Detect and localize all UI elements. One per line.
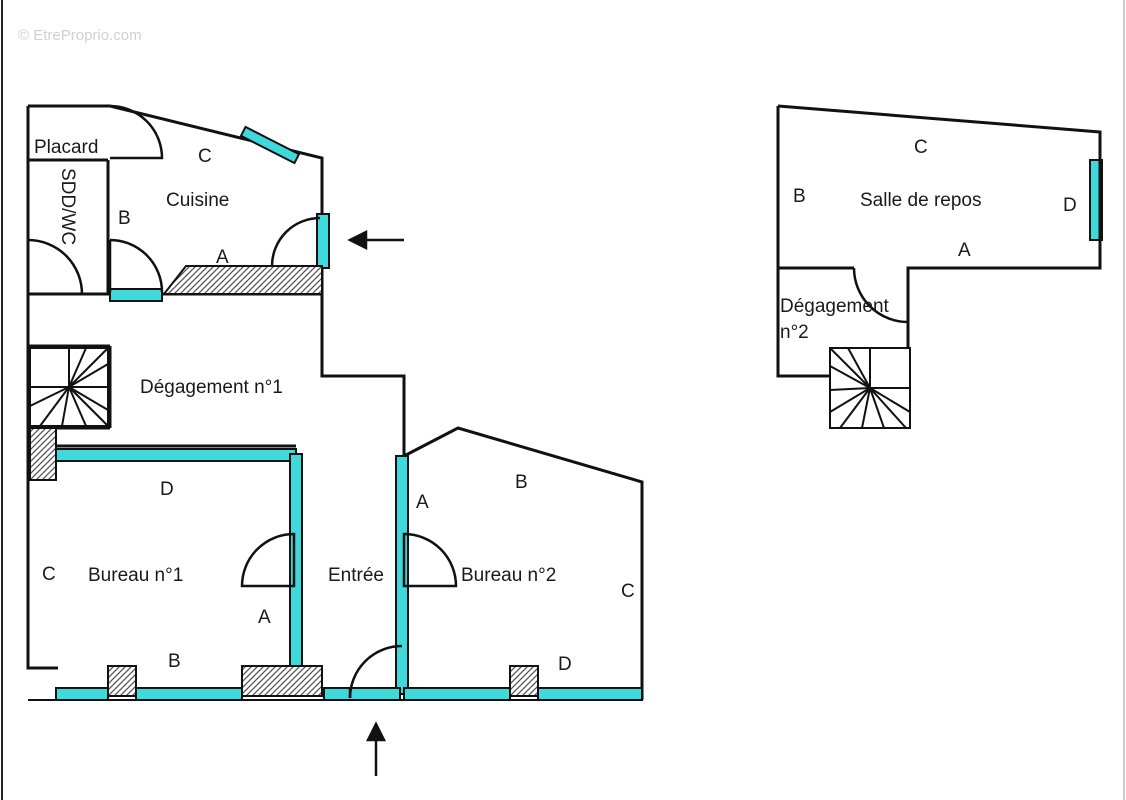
window-bottom-3 — [323, 687, 401, 701]
room-placard: Placard — [34, 137, 98, 158]
window-bottom-5 — [537, 687, 643, 701]
hatch-bottom-2 — [241, 665, 323, 697]
hatch-left — [29, 427, 57, 481]
hatch-bottom-1 — [107, 665, 137, 697]
letter-repos-d: D — [1063, 195, 1077, 216]
room-salle-repos: Salle de repos — [860, 190, 981, 211]
spiral-staircase-icon — [29, 347, 109, 427]
room-degagement2-line2: n°2 — [780, 322, 809, 343]
room-bureau1: Bureau n°1 — [88, 565, 183, 586]
letter-bureau2-d: D — [558, 654, 572, 675]
letter-repos-c: C — [914, 137, 928, 158]
letter-cuisine-a: A — [216, 247, 229, 268]
room-degagement2-line1: Dégagement — [780, 296, 890, 317]
hatch-bottom-3 — [509, 665, 539, 697]
room-degagement1: Dégagement n°1 — [140, 377, 283, 398]
windows — [55, 125, 1103, 701]
window-cuisine-b — [109, 288, 163, 302]
window-bottom-1 — [55, 687, 109, 701]
doors — [26, 104, 909, 699]
upper-walls — [776, 104, 1102, 378]
letter-bureau1-d: D — [160, 479, 174, 500]
letter-repos-a: A — [958, 240, 971, 261]
letter-bureau2-b: B — [515, 472, 528, 493]
room-sddwc: SDD/WC — [57, 168, 78, 245]
room-cuisine: Cuisine — [166, 190, 229, 211]
letter-bureau1-a: A — [258, 607, 271, 628]
wall-bureau1-a — [289, 453, 303, 669]
window-cuisine-c — [239, 125, 301, 165]
spiral-staircase-icon — [829, 347, 911, 429]
window-bottom-4 — [403, 687, 511, 701]
main-walls — [26, 104, 644, 701]
window-bottom-2 — [135, 687, 243, 701]
room-entree: Entrée — [328, 565, 384, 586]
letter-bureau1-b: B — [168, 651, 181, 672]
letter-repos-b: B — [793, 186, 806, 207]
wall-bureau2-a — [395, 455, 409, 695]
window-cuisine-right — [316, 213, 330, 269]
letter-bureau2-a: A — [416, 492, 429, 513]
letter-cuisine-c: C — [198, 146, 212, 167]
letter-cuisine-b: B — [118, 208, 131, 229]
room-bureau2: Bureau n°2 — [461, 565, 556, 586]
hatched-blocks — [29, 265, 539, 697]
hatch-cuisine — [161, 265, 323, 295]
letter-bureau1-c: C — [42, 564, 56, 585]
letter-bureau2-c: C — [621, 581, 635, 602]
window-bureau1-d — [55, 448, 297, 462]
arrow-left-icon — [347, 229, 404, 251]
watermark: © EtreProprio.com — [18, 27, 142, 44]
arrow-up-icon — [365, 721, 387, 776]
